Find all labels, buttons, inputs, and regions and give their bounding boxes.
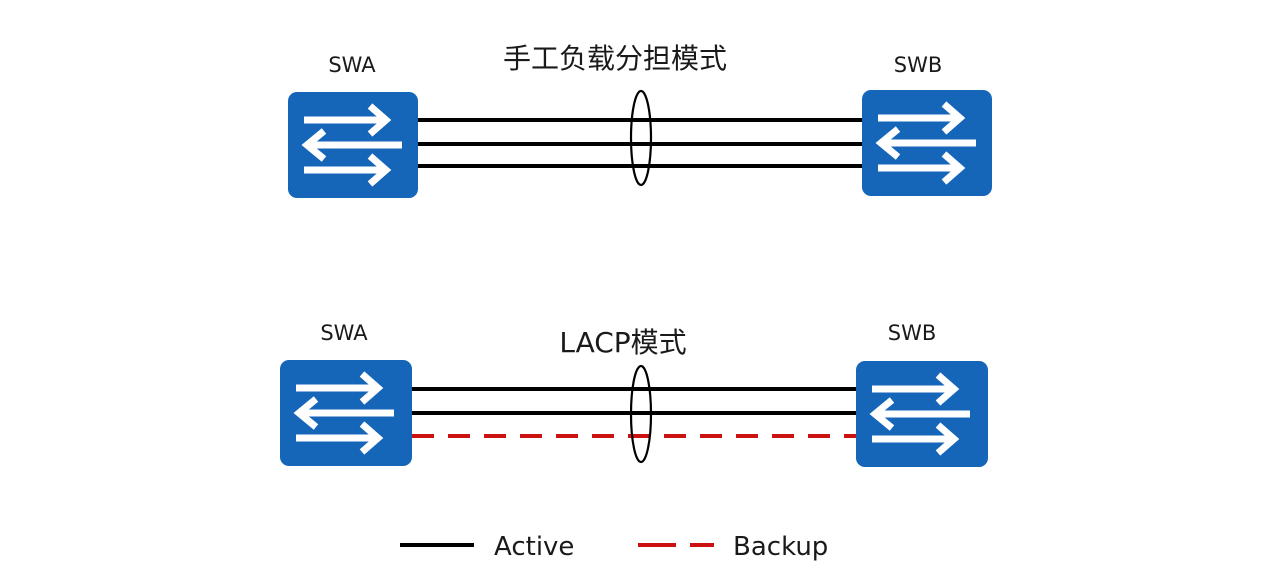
eth-trunk-bundle-icon: [629, 89, 653, 187]
diagram-manual-load-balance: 手工负载分担模式 SWA SWB: [288, 42, 992, 198]
switch-icon-left: [280, 360, 412, 466]
switch-label-left: SWA: [328, 53, 376, 77]
diagram-lacp: LACP模式 SWA SWB: [280, 321, 988, 467]
switch-label-right: SWB: [888, 321, 937, 345]
eth-trunk-bundle-icon: [629, 364, 653, 464]
diagram-title: LACP模式: [559, 326, 686, 359]
switch-label-right: SWB: [894, 53, 943, 77]
switch-icon-left: [288, 92, 418, 198]
legend-backup-label: Backup: [733, 532, 828, 562]
legend-active-label: Active: [494, 532, 574, 562]
switch-icon-right: [856, 361, 988, 467]
legend: Active Backup: [400, 532, 828, 562]
diagram-title: 手工负载分担模式: [503, 42, 727, 75]
switch-icon-right: [862, 90, 992, 196]
switch-label-left: SWA: [320, 321, 368, 345]
